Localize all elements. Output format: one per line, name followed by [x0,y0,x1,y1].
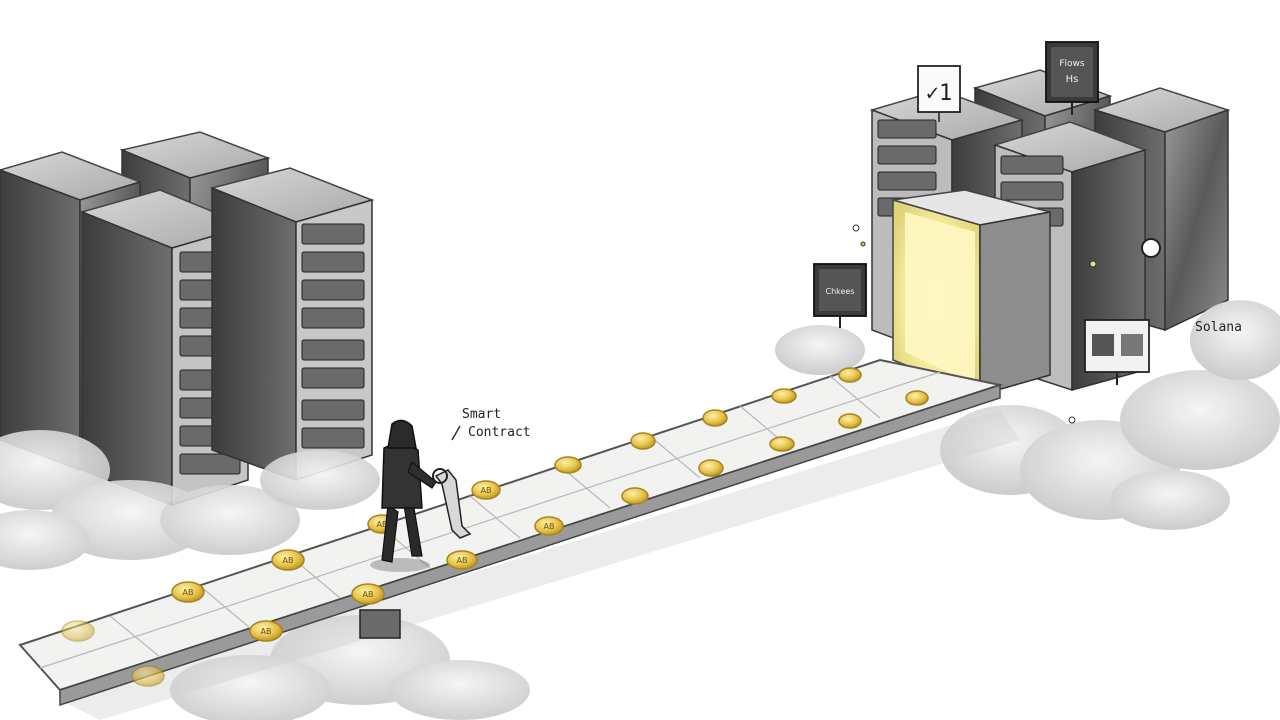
solana-label: Solana [1195,320,1242,335]
gold-coin: AB [471,480,501,500]
svg-text:AB: AB [544,522,555,531]
svg-text:AB: AB [261,627,272,636]
gold-coin [771,388,797,404]
glowing-doorway [892,189,1051,397]
top-monitor-line2: Hs [1066,74,1079,85]
gold-coin: AB [351,583,385,605]
svg-text:AB: AB [457,556,468,565]
left-monitor-text: Chkees [825,287,854,296]
svg-text:AB: AB [481,486,492,495]
gold-coin: AB [271,549,305,571]
checkmark-sign-text: ✓1 [926,81,953,106]
top-monitor-sign: Flows Hs [1045,41,1099,115]
svg-text:AB: AB [363,590,374,599]
gold-coin [630,432,656,450]
smart-contract-line2: Contract [468,425,531,440]
gold-coin [621,487,649,505]
checkmark-sign: ✓1 [917,65,961,122]
gold-coin [131,665,165,687]
svg-text:AB: AB [183,588,194,597]
left-monitor-sign: Chkees [813,263,867,328]
gold-coin [61,620,95,642]
gold-coin [838,413,862,429]
right-clouds [775,300,1280,530]
top-monitor-line1: Flows [1059,59,1085,69]
gold-coin [838,367,862,383]
right-monitor-sign [1084,319,1150,385]
gold-coin [698,459,724,477]
gold-coin [769,436,795,452]
left-clouds [0,430,530,720]
left-server-cluster [0,131,375,507]
server-drive-bays [301,223,365,449]
smart-contract-line1: Smart [462,407,501,422]
gold-coin: AB [534,516,564,536]
hooded-figure [370,419,437,572]
server-rack-front-right [209,167,375,482]
network-node [1141,238,1161,258]
gold-coin: AB [249,620,283,642]
coins: AB AB AB AB AB AB AB AB [61,367,929,687]
conveyor-bridge [18,358,1020,720]
smart-contract-label: Smart Contract [451,407,531,441]
gold-coin [554,456,582,474]
svg-text:AB: AB [283,556,294,565]
svg-text:AB: AB [377,520,388,529]
gold-coin [905,390,929,406]
gold-coin [702,409,728,427]
wrench-icon [432,468,472,539]
gold-coin: AB [171,581,205,603]
right-server-cluster [869,69,1231,397]
decor-dots [852,224,1097,424]
gold-coin: AB [446,550,478,570]
